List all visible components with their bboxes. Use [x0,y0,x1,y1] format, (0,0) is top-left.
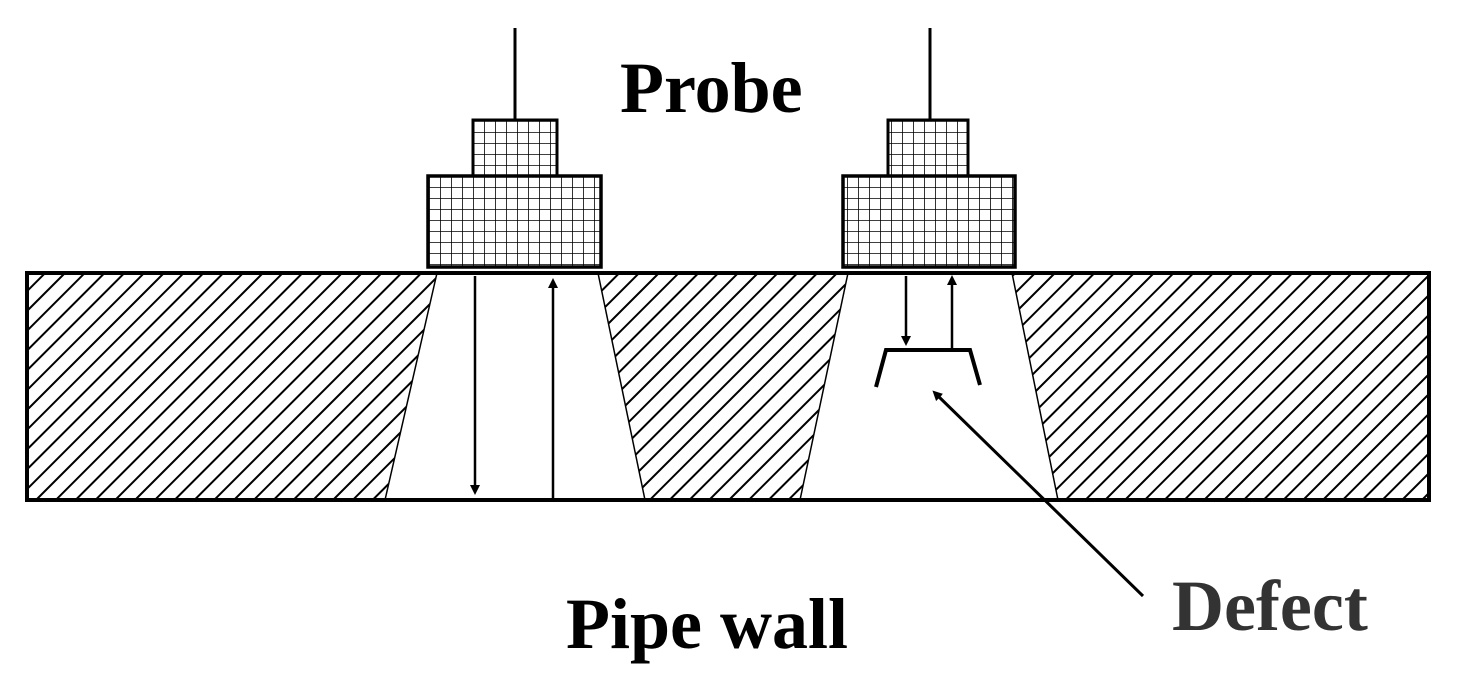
beam-region-left [385,273,645,500]
probe-base-block [841,174,1017,269]
pipe-wall-label: Pipe wall [566,584,848,664]
beam-edge [799,272,849,501]
pipe-wall-hatch [27,273,1429,500]
beam-edge [384,272,438,501]
pipe-wall-outline [25,271,1431,502]
beam-edge [597,272,646,501]
probe-base-block [426,174,603,269]
beam-region-right [800,273,1058,500]
pipe-wall [25,271,1431,502]
defect-shape [874,348,982,388]
echo-arrows-left [470,276,558,500]
beam-edge [1011,272,1059,501]
echo-arrows-right [901,275,957,350]
defect-pointer-arrow [932,390,1145,598]
probe-top-block [886,118,970,178]
defect-label: Defect [1172,566,1368,646]
probe-right [841,28,1017,269]
probe-left [426,28,603,269]
probe-top-block [471,118,559,178]
probe-label: Probe [620,48,803,128]
